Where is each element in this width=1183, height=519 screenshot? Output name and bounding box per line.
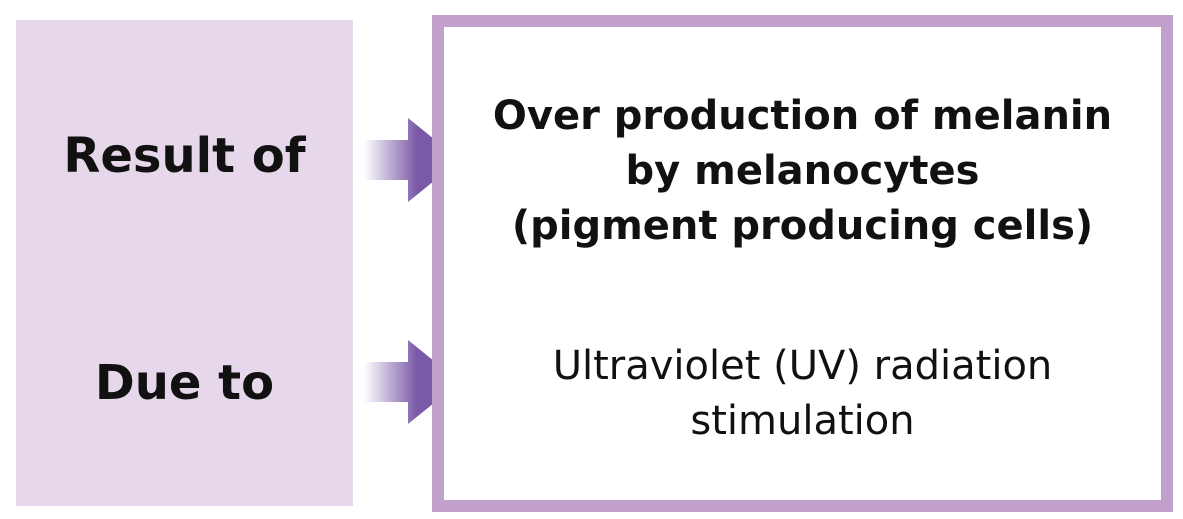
left-panel: Result of Due to: [16, 20, 353, 506]
result-line: (pigment producing cells): [511, 203, 1094, 249]
due-to-label: Due to: [94, 355, 275, 411]
result-box: Over production of melanin by melanocyte…: [432, 15, 1173, 512]
cause-line: stimulation: [690, 398, 915, 444]
result-line: Over production of melanin: [492, 93, 1113, 139]
result-of-label: Result of: [63, 128, 306, 184]
result-description: Over production of melanin by melanocyte…: [444, 89, 1161, 254]
arrow-right-icon: [364, 340, 460, 424]
cause-description: Ultraviolet (UV) radiation stimulation: [444, 339, 1161, 449]
cause-line: Ultraviolet (UV) radiation: [552, 343, 1053, 389]
result-line: by melanocytes: [625, 148, 980, 194]
arrow-right-icon: [364, 118, 460, 202]
